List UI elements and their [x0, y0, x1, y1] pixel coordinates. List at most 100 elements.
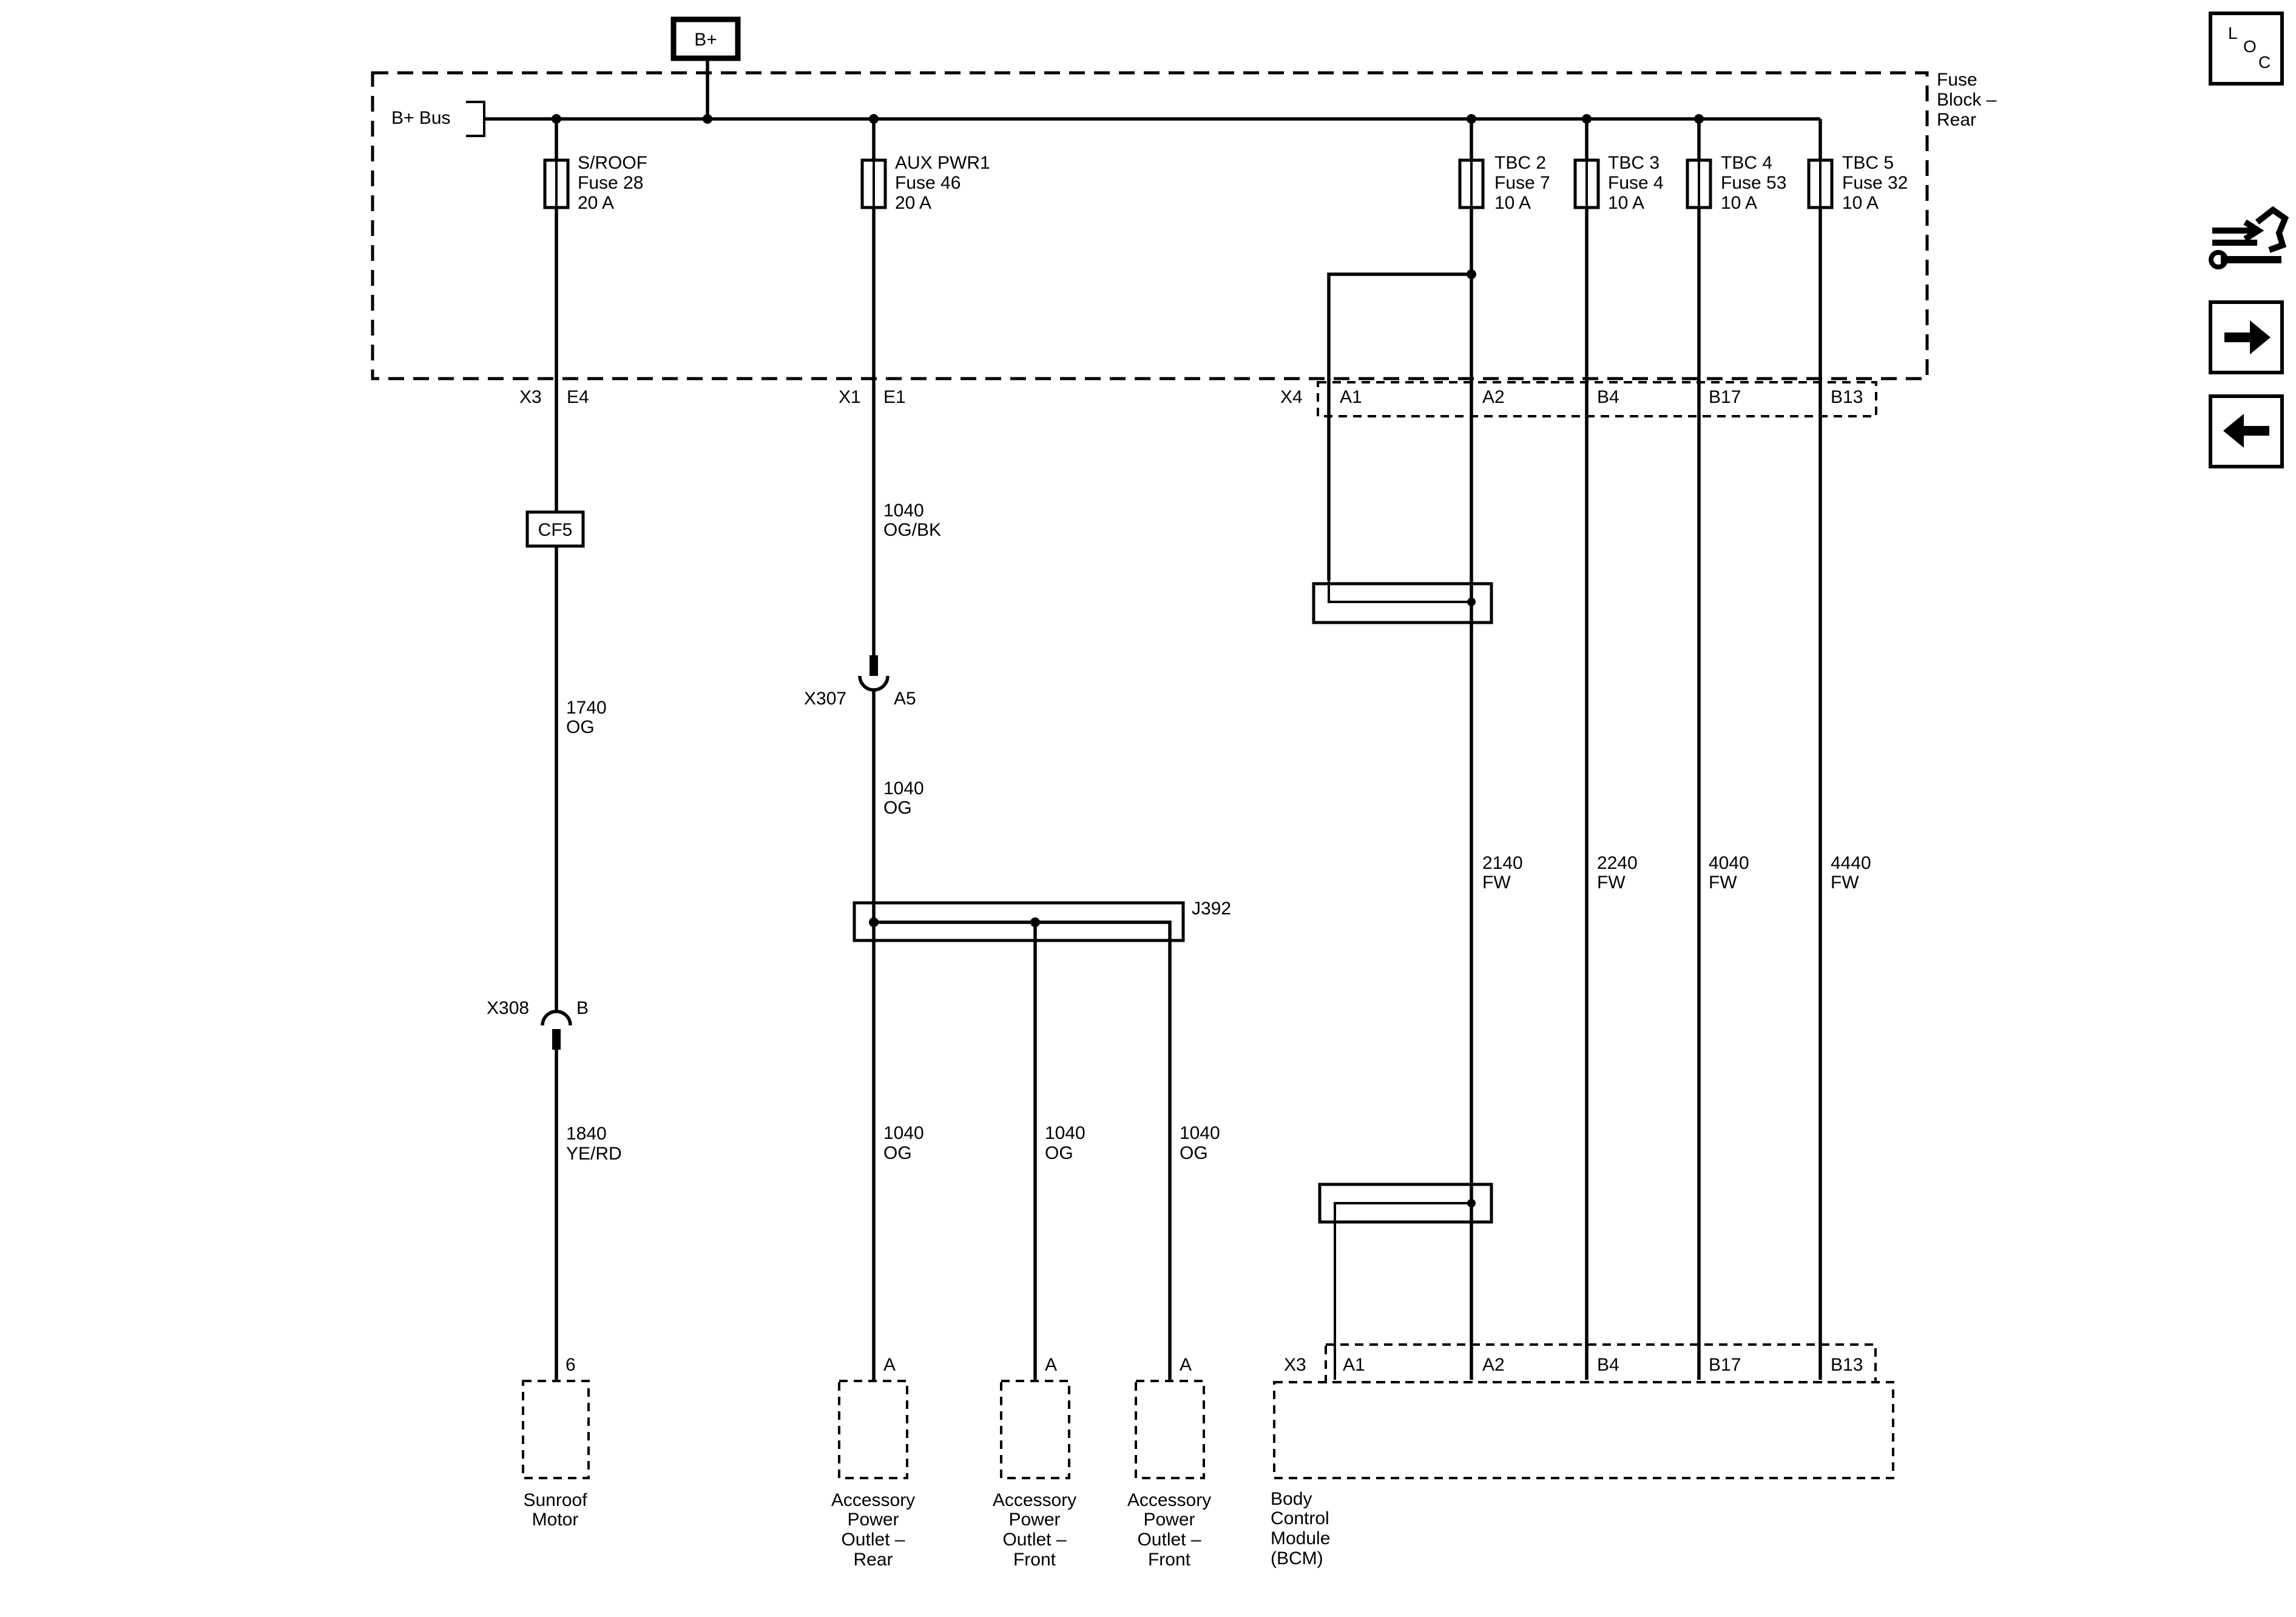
bcm-circuit: 2140 FW 2240 FW 4040 FW 4440 FW X3 A1 A2…	[1271, 208, 1894, 1568]
svg-text:Accessory: Accessory	[993, 1490, 1076, 1510]
fuse-46: AUX PWR1 Fuse 46 20 A	[860, 153, 990, 213]
fuse-53: TBC 4 Fuse 53 10 A	[1686, 153, 1786, 213]
outlet-front-box-1	[1000, 1380, 1070, 1479]
svg-text:Fuse 32: Fuse 32	[1842, 173, 1908, 193]
svg-text:E1: E1	[883, 387, 906, 407]
previous-page-button[interactable]	[2209, 394, 2284, 468]
outlet-rear-label: Accessory Power Outlet – Rear	[831, 1490, 915, 1570]
svg-text:10 A: 10 A	[1608, 193, 1644, 213]
svg-text:20 A: 20 A	[578, 193, 614, 213]
svg-text:2140: 2140	[1482, 853, 1523, 873]
svg-text:TBC 2: TBC 2	[1494, 153, 1546, 173]
svg-text:4040: 4040	[1709, 853, 1749, 873]
b-plus-label: B+	[694, 30, 717, 50]
svg-text:FW: FW	[1597, 873, 1626, 893]
accessory-power-circuit: 1040 OG/BK X307 A5 1040 OG J392 1040 OG …	[804, 208, 1231, 1570]
svg-text:O: O	[2243, 37, 2257, 56]
svg-text:Fuse 46: Fuse 46	[895, 173, 961, 193]
svg-text:FW: FW	[1482, 873, 1511, 893]
svg-text:B17: B17	[1709, 1355, 1741, 1375]
svg-text:L: L	[2228, 24, 2238, 42]
svg-text:Outlet –: Outlet –	[1137, 1530, 1201, 1550]
svg-text:1740: 1740	[566, 698, 607, 718]
bcm-label-3: Module	[1271, 1528, 1330, 1548]
svg-text:A: A	[883, 1355, 896, 1375]
fuse-28: S/ROOF Fuse 28 20 A	[543, 153, 647, 213]
fuse-7: TBC 2 Fuse 7 10 A	[1458, 153, 1550, 213]
svg-text:4440: 4440	[1831, 853, 1871, 873]
svg-text:B13: B13	[1831, 387, 1863, 407]
svg-text:A2: A2	[1482, 387, 1505, 407]
svg-text:B4: B4	[1597, 1355, 1619, 1375]
svg-text:X4: X4	[1280, 387, 1303, 407]
outlet-front-label-2: Accessory Power Outlet – Front	[1127, 1490, 1211, 1570]
svg-text:E4: E4	[567, 387, 589, 407]
svg-text:Power: Power	[847, 1510, 899, 1530]
svg-text:S/ROOF: S/ROOF	[578, 153, 647, 173]
svg-text:TBC 5: TBC 5	[1842, 153, 1894, 173]
loc-button[interactable]: L O C	[2209, 12, 2284, 86]
fuse-block-rear: Fuse Block – Rear B+ Bus S/ROOF Fuse 28 …	[371, 70, 1997, 580]
svg-text:A: A	[1180, 1355, 1192, 1375]
fuse-block-title-3: Rear	[1937, 110, 1976, 130]
svg-text:B: B	[576, 998, 589, 1018]
svg-text:A2: A2	[1482, 1355, 1505, 1375]
fuse-block-title-1: Fuse	[1937, 70, 1977, 90]
svg-text:AUX PWR1: AUX PWR1	[895, 153, 990, 173]
svg-text:TBC 4: TBC 4	[1721, 153, 1772, 173]
svg-text:X3: X3	[1284, 1355, 1306, 1375]
svg-text:B17: B17	[1709, 387, 1741, 407]
svg-text:OG: OG	[566, 717, 595, 737]
svg-text:Front: Front	[1148, 1550, 1191, 1570]
svg-text:OG: OG	[1045, 1143, 1073, 1163]
svg-text:Fuse 28: Fuse 28	[578, 173, 643, 193]
arrow-left-icon	[2223, 414, 2269, 448]
svg-text:C: C	[2258, 53, 2271, 72]
svg-text:1040: 1040	[1045, 1123, 1086, 1143]
svg-text:Accessory: Accessory	[831, 1490, 915, 1510]
svg-text:Fuse 7: Fuse 7	[1494, 173, 1550, 193]
svg-text:Accessory: Accessory	[1127, 1490, 1211, 1510]
connector-wrench-icon[interactable]	[2209, 206, 2289, 269]
svg-text:1040: 1040	[883, 1123, 924, 1143]
svg-text:B13: B13	[1831, 1355, 1863, 1375]
fuse-32: TBC 5 Fuse 32 10 A	[1807, 153, 1908, 213]
svg-text:Fuse 4: Fuse 4	[1608, 173, 1664, 193]
next-page-button[interactable]	[2209, 300, 2284, 374]
b-plus-source: B+	[670, 16, 741, 119]
svg-text:10 A: 10 A	[1721, 193, 1757, 213]
bcm-label-2: Control	[1271, 1508, 1329, 1528]
svg-text:1040: 1040	[883, 501, 924, 521]
sunroof-motor-label-1: Sunroof	[523, 1490, 587, 1510]
svg-text:1840: 1840	[566, 1124, 607, 1144]
svg-text:A: A	[1045, 1355, 1057, 1375]
svg-text:Power: Power	[1008, 1510, 1060, 1530]
outlet-front-label-1: Accessory Power Outlet – Front	[993, 1490, 1076, 1570]
bcm-box	[1273, 1381, 1894, 1479]
fuse-block-connectors: X3 E4 X1 E1 X4 A1 A2 B4 B17 B13	[519, 381, 1877, 417]
svg-text:OG: OG	[1180, 1143, 1208, 1163]
svg-text:Outlet –: Outlet –	[1002, 1530, 1066, 1550]
svg-text:Fuse 53: Fuse 53	[1721, 173, 1786, 193]
svg-text:10 A: 10 A	[1494, 193, 1531, 213]
outlet-rear-box	[838, 1380, 908, 1479]
svg-text:1040: 1040	[1180, 1123, 1220, 1143]
outlet-front-box-2	[1135, 1380, 1205, 1479]
svg-text:2240: 2240	[1597, 853, 1638, 873]
svg-text:YE/RD: YE/RD	[566, 1144, 622, 1164]
svg-text:6: 6	[566, 1355, 576, 1375]
svg-text:A1: A1	[1340, 387, 1362, 407]
svg-text:20 A: 20 A	[895, 193, 931, 213]
svg-text:OG: OG	[883, 798, 912, 818]
svg-text:Rear: Rear	[853, 1550, 893, 1570]
bus-label: B+ Bus	[391, 108, 451, 128]
arrow-right-icon	[2224, 320, 2271, 354]
svg-text:FW: FW	[1831, 873, 1859, 893]
svg-text:1040: 1040	[883, 778, 924, 798]
svg-text:TBC 3: TBC 3	[1608, 153, 1660, 173]
svg-text:OG: OG	[883, 1143, 912, 1163]
svg-text:FW: FW	[1709, 873, 1737, 893]
svg-text:10 A: 10 A	[1842, 193, 1879, 213]
svg-text:X1: X1	[839, 387, 861, 407]
